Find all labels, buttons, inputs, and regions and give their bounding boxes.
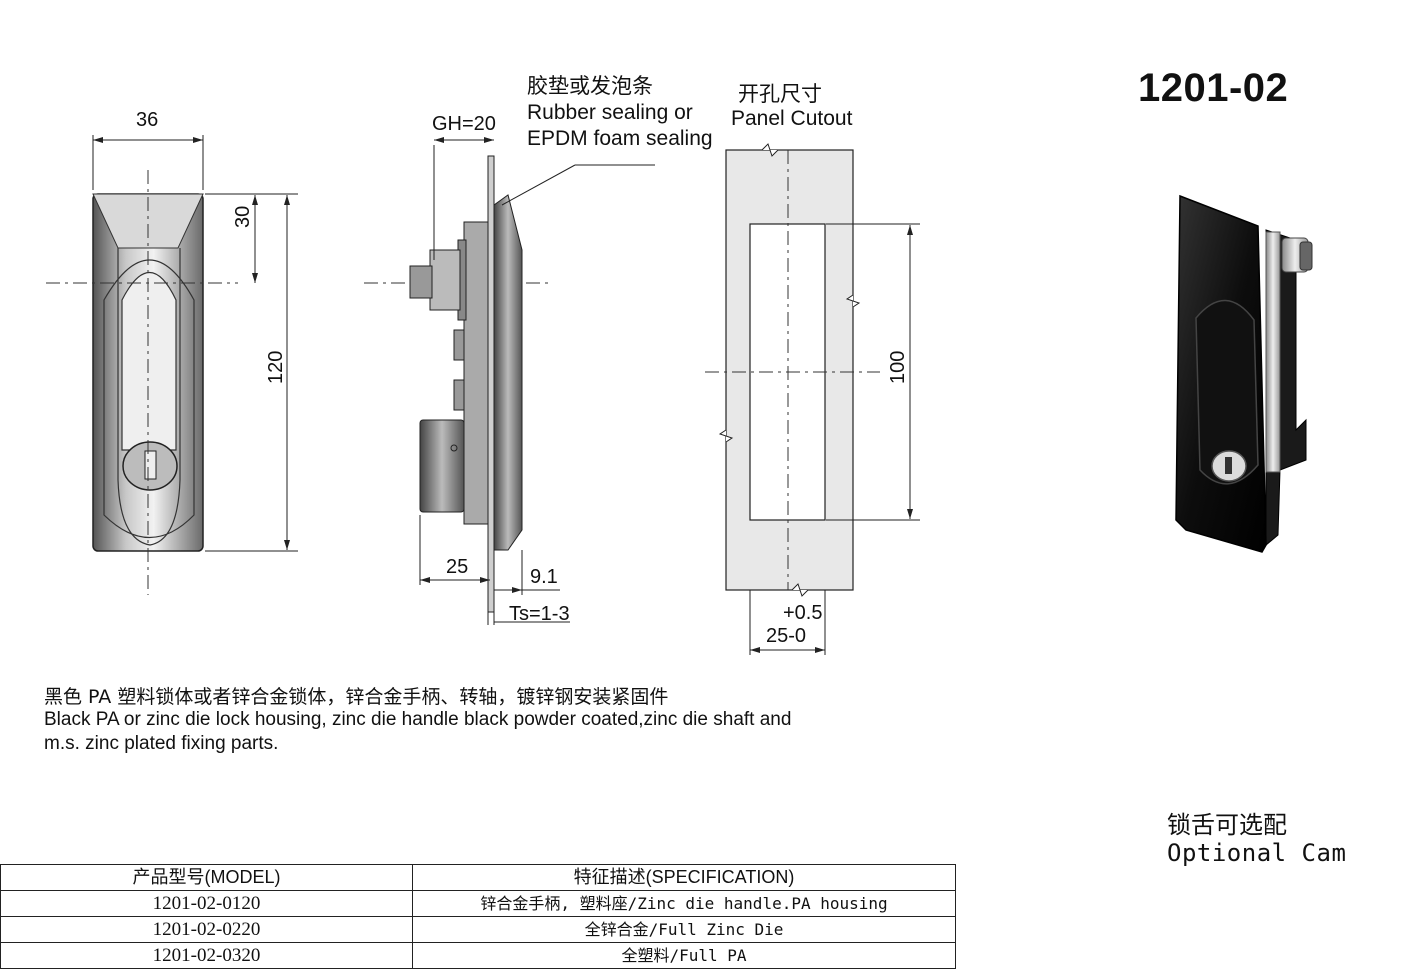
panel-cutout-view <box>705 143 920 655</box>
dimension-handle-offset: 30 <box>232 205 254 228</box>
spec-cell: 全锌合金/Full Zinc Die <box>412 916 956 943</box>
model-cell: 1201-02-0220 <box>0 916 413 943</box>
model-cell: 1201-02-0120 <box>0 890 413 917</box>
dimension-height: 120 <box>265 350 287 384</box>
spec-cell: 锌合金手柄, 塑料座/Zinc die handle.PA housing <box>412 890 956 917</box>
model-cell: 1201-02-0320 <box>0 942 413 969</box>
product-photo <box>1175 194 1313 553</box>
spec-cell: 全塑料/Full PA <box>412 942 956 969</box>
part-number-title: 1201-02 <box>1138 66 1289 110</box>
side-view <box>364 137 655 625</box>
optional-cam-en: Optional Cam <box>1167 839 1347 867</box>
spec-table: 产品型号(MODEL) 特征描述(SPECIFICATION) 1201-02-… <box>0 864 956 969</box>
cutout-label-en: Panel Cutout <box>731 107 853 130</box>
dimension-panel-thickness: Ts=1-3 <box>509 603 570 625</box>
dimension-cutout-height: 100 <box>887 350 909 384</box>
seal-label-cn: 胶垫或发泡条 <box>527 74 653 98</box>
cutout-label-cn: 开孔尺寸 <box>738 82 822 106</box>
optional-cam-cn: 锁舌可选配 <box>1167 811 1287 839</box>
table-header-row: 产品型号(MODEL) 特征描述(SPECIFICATION) <box>0 864 956 891</box>
dimension-width: 36 <box>136 109 159 131</box>
table-row: 1201-02-0320 全塑料/Full PA <box>0 942 956 969</box>
seal-label-en-line1: Rubber sealing or <box>527 101 693 124</box>
description-en-line2: m.s. zinc plated fixing parts. <box>44 733 279 754</box>
table-row: 1201-02-0220 全锌合金/Full Zinc Die <box>0 916 956 943</box>
seal-label-en-line2: EPDM foam sealing <box>527 127 713 150</box>
dimension-cutout-tolerance: +0.5 <box>783 602 823 624</box>
dimension-depth: 25 <box>446 556 469 578</box>
dimension-grip-height: GH=20 <box>432 113 496 135</box>
front-view <box>46 135 298 595</box>
column-header-model: 产品型号(MODEL) <box>0 864 413 891</box>
description-cn: 黑色 PA 塑料锁体或者锌合金锁体，锌合金手柄、转轴，镀锌钢安装紧固件 <box>44 686 669 708</box>
description-en-line1: Black PA or zinc die lock housing, zinc … <box>44 709 792 730</box>
dimension-seal-thickness: 9.1 <box>530 566 558 588</box>
table-row: 1201-02-0120 锌合金手柄, 塑料座/Zinc die handle.… <box>0 890 956 917</box>
dimension-cutout-width: 25-0 <box>766 625 807 647</box>
column-header-specification: 特征描述(SPECIFICATION) <box>412 864 956 891</box>
